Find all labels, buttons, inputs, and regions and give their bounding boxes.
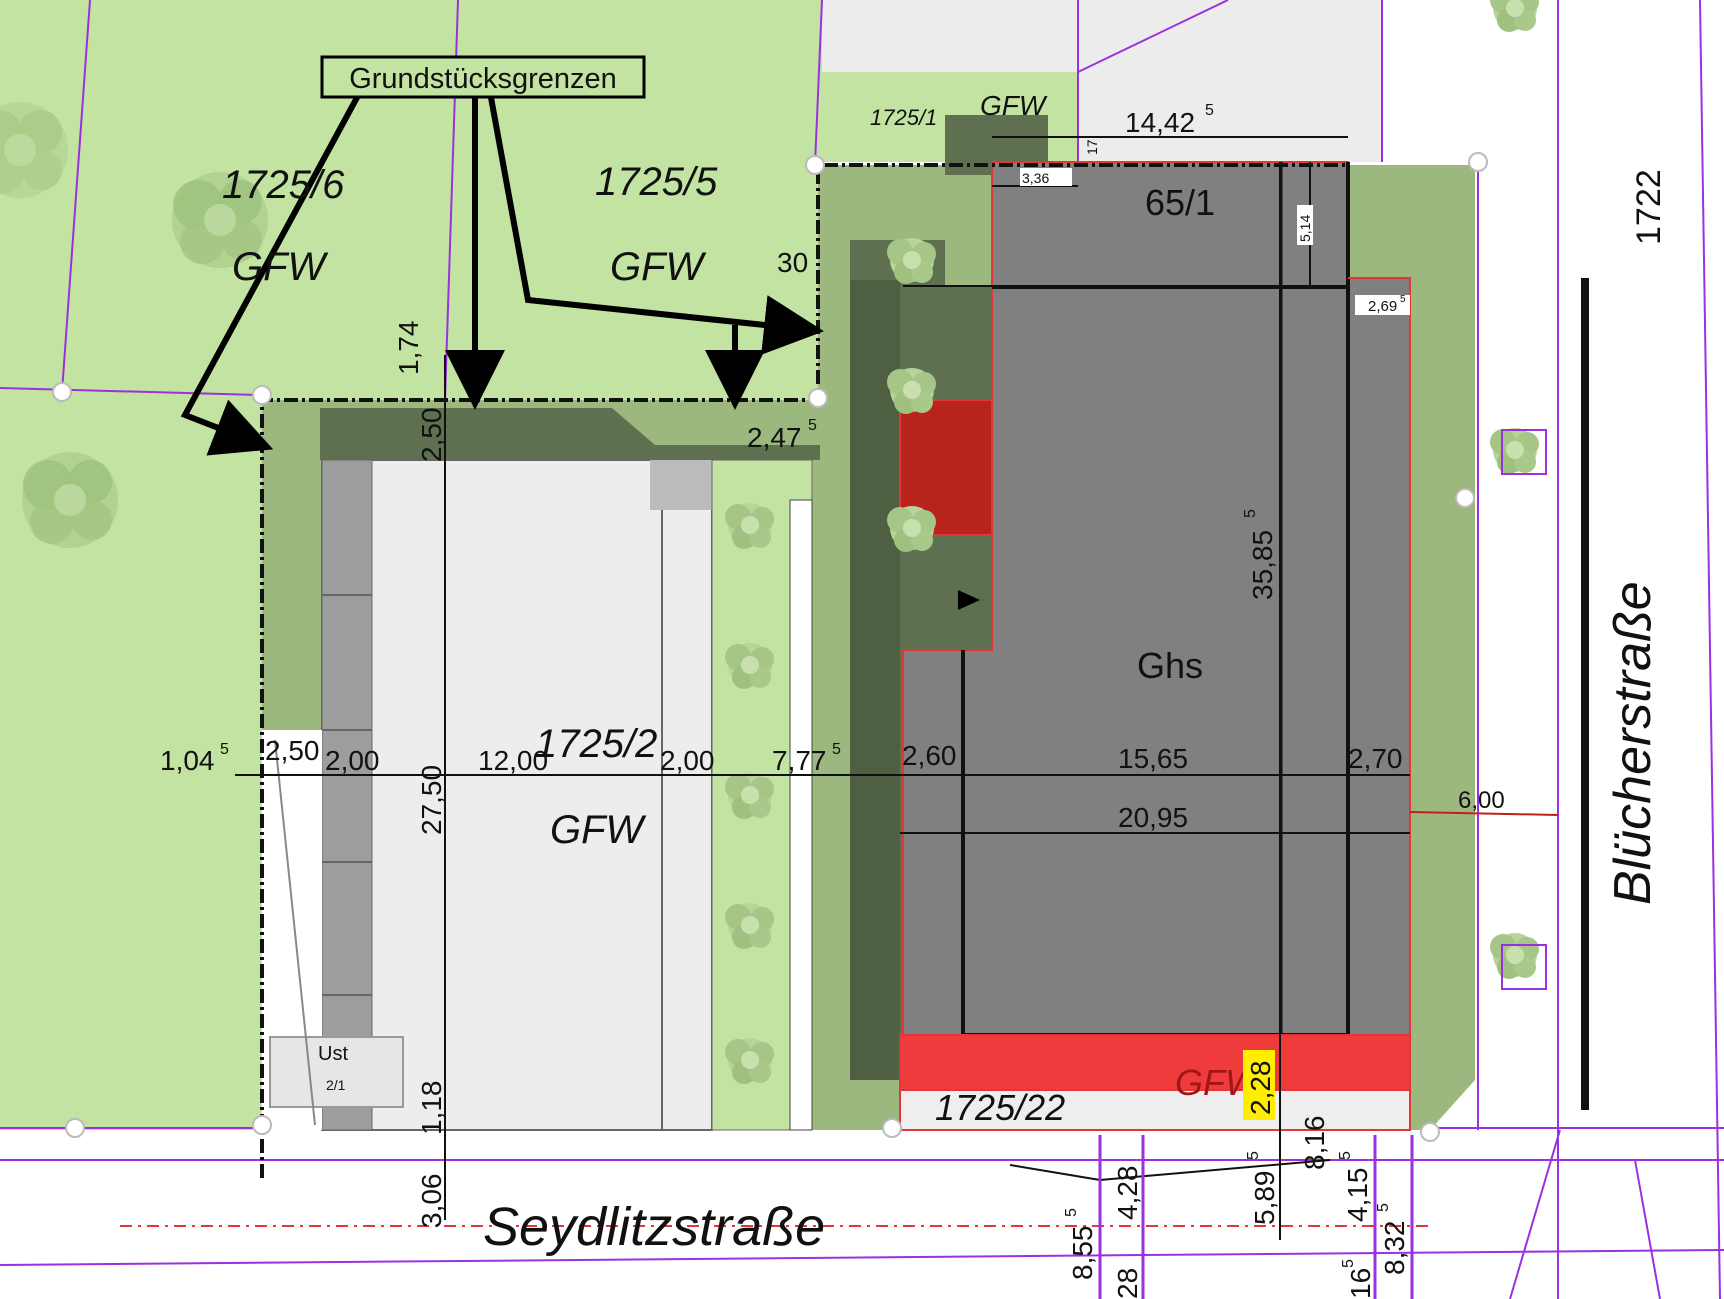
dim-5-14: 5,14 <box>1297 215 1313 242</box>
dim-6-00 <box>1409 811 1559 816</box>
dim-2-60: 2,60 <box>902 740 957 771</box>
callout-box <box>320 55 646 99</box>
walkway-path <box>789 499 813 1131</box>
sidewalk-east <box>1480 0 1724 1299</box>
parcel-1722: 1722 <box>1630 169 1668 245</box>
highlight-2-28 <box>1243 1050 1275 1120</box>
survey-markers <box>52 152 1488 1142</box>
parcel-1725-6: 1725/6 <box>222 163 345 207</box>
parcel-1725-2: 1725/2 <box>535 722 657 766</box>
building-west-body <box>321 459 713 1131</box>
dim-purple <box>1098 1135 1414 1299</box>
parcel-1725-1: 1725/1 <box>870 105 937 130</box>
dim-3-06: 3,06 <box>416 1174 447 1229</box>
dim-2-69: 2,69 <box>1368 298 1397 315</box>
dim-2-69-sup: 5 <box>1400 294 1406 305</box>
use-gfw-2: GFW <box>610 245 707 289</box>
dim-2-70: 2,70 <box>1348 743 1403 774</box>
building-west <box>262 459 813 1131</box>
dim-2-50-a: 2,50 <box>416 408 447 463</box>
dim-2-00-a: 2,00 <box>325 745 380 776</box>
parcel-1725-22: 1725/22 <box>935 1087 1065 1128</box>
dim-4-28: 4,28 <box>1112 1166 1143 1221</box>
building-west-strip <box>321 459 373 1131</box>
street-seydlitz <box>0 1130 1724 1299</box>
trees <box>0 0 1547 1084</box>
use-ust-sub: 2/1 <box>326 1077 346 1093</box>
dim-8-55: 8,55 <box>1067 1226 1098 1281</box>
dim-8-32: 8,32 <box>1379 1221 1410 1276</box>
dim-2-50-b: 2,50 <box>265 735 320 766</box>
dim-8-32-sup: 5 <box>1375 1203 1392 1212</box>
dim-2-28: 2,28 <box>1245 1061 1276 1116</box>
hedge-north-east <box>945 115 1048 175</box>
dim-8-55-sup: 5 <box>1063 1208 1080 1217</box>
parcel-1725-5: 1725/5 <box>595 160 718 204</box>
dim-12-00: 12,00 <box>478 745 548 776</box>
street-seydlitz: Seydlitzstraße <box>483 1197 825 1257</box>
callout-label: Grundstücksgrenzen <box>349 63 617 95</box>
dim-1-74: 1,74 <box>393 321 424 376</box>
dim-20-95: 20,95 <box>1118 802 1188 833</box>
arrow-marker <box>958 590 980 610</box>
dim-28: 28 <box>1112 1268 1143 1299</box>
dim-3-36: 3,36 <box>1022 170 1049 186</box>
ust-box <box>269 1036 404 1108</box>
dim-1-04: 1,04 <box>160 745 215 776</box>
dim-16-sup: 5 <box>1340 1259 1357 1268</box>
dim-14-42-sup: 5 <box>1205 102 1214 119</box>
dim-27-50: 27,50 <box>416 765 447 835</box>
parcel-65-1: 65/1 <box>1145 182 1215 223</box>
labels: 1725/6 GFW 1725/5 GFW 1725/1 GFW 65/1 Gh… <box>222 90 1668 1257</box>
dim-2-47: 2,47 <box>747 422 802 453</box>
use-gfw-4: GFW <box>550 808 647 852</box>
dim-7-77: 7,77 <box>772 745 827 776</box>
dim-14-42: 14,42 <box>1125 107 1195 138</box>
use-gfw-3: GFW <box>980 90 1048 121</box>
dimension-lines <box>235 136 1410 1240</box>
dim-1-18: 1,18 <box>416 1081 447 1136</box>
strip-1725-22 <box>899 1089 1411 1131</box>
dim-16: 16 <box>1345 1268 1376 1299</box>
use-ust: Ust <box>318 1043 348 1065</box>
dim-5-89-sup: 5 <box>1245 1151 1262 1160</box>
street-bluecher: Blücherstraße <box>1604 581 1662 905</box>
dimension-labels: 14,42 5 3,36 17 5,14 2,69 5 30 1,74 2,50… <box>160 102 1505 1299</box>
dim-17: 17 <box>1084 139 1100 155</box>
dim-7-77-sup: 5 <box>832 741 841 758</box>
dim-4-15-sup: 5 <box>1337 1151 1354 1160</box>
dim-35-85: 35,85 <box>1247 530 1278 600</box>
dim-35-85-sup: 5 <box>1242 509 1259 518</box>
dim-15-65: 15,65 <box>1118 743 1188 774</box>
dim-2-47-sup: 5 <box>808 417 817 434</box>
hedge-west-dark <box>850 280 900 1080</box>
dim-6-00-label: 6,00 <box>1458 787 1505 814</box>
dim-8-16: 8,16 <box>1299 1116 1330 1171</box>
red-zone-south <box>899 1034 1411 1091</box>
dim-5-89: 5,89 <box>1249 1171 1280 1226</box>
dim-4-15: 4,15 <box>1342 1168 1373 1223</box>
callout-arrows <box>180 90 824 456</box>
dim-1-04-sup: 5 <box>220 741 229 758</box>
use-gfw-1: GFW <box>232 245 329 289</box>
building-west-wing <box>661 459 713 1131</box>
dim-30: 30 <box>777 247 808 278</box>
use-ghs: Ghs <box>1137 645 1203 686</box>
building-west-wing-top <box>650 460 712 510</box>
dim-2-00-b: 2,00 <box>660 745 715 776</box>
